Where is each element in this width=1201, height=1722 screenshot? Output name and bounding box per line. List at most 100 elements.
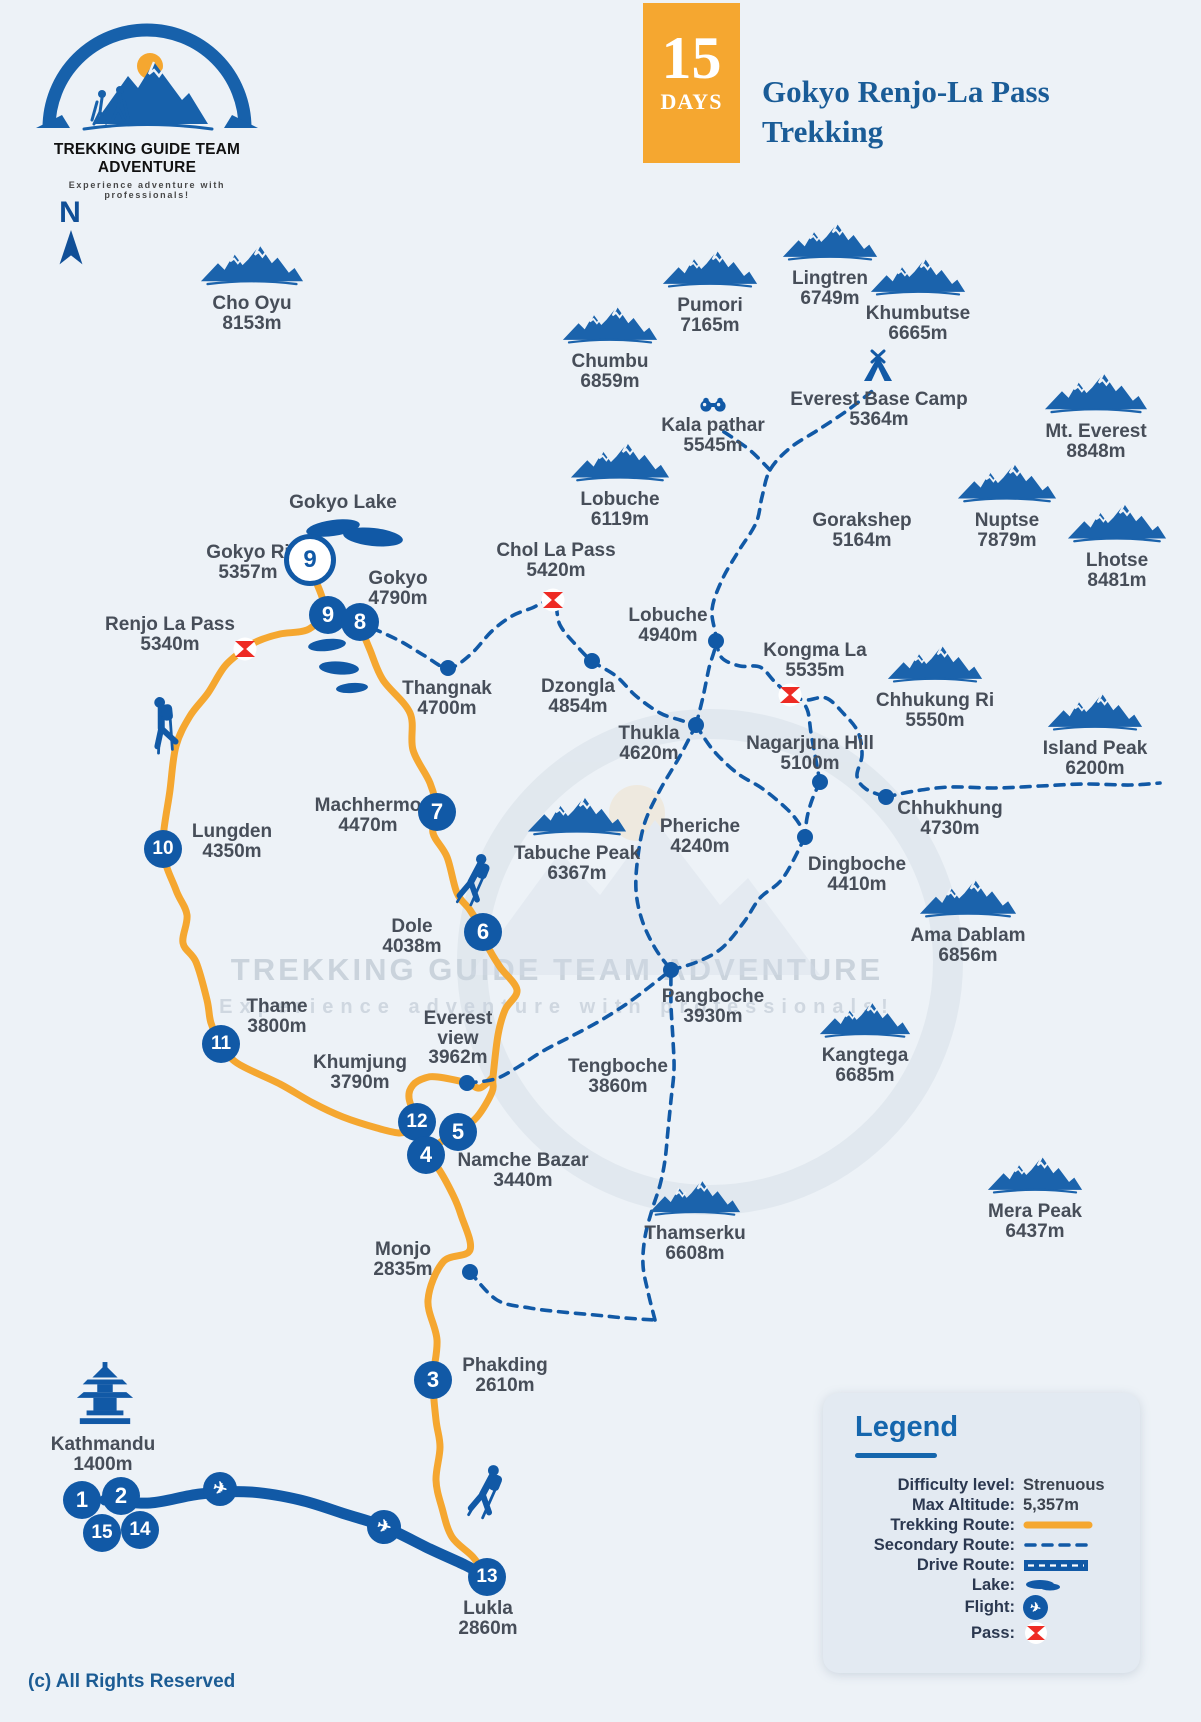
place-line: Namche Bazar: [457, 1150, 589, 1171]
company-logo: TREKKING GUIDE TEAM ADVENTURE Experience…: [36, 16, 258, 200]
mountain-icon-chumbu: [562, 305, 658, 344]
secondary-route: [694, 723, 807, 839]
route-node: [462, 1264, 478, 1280]
legend-row-label: Pass:: [970, 1623, 1015, 1642]
peak-altitude: 8848m: [1066, 440, 1126, 462]
route-node: [440, 660, 456, 676]
place-line: 3790m: [330, 1071, 390, 1093]
mountain-icon-chhukung-ri: [887, 644, 983, 683]
drive-route: [99, 1486, 493, 1583]
peak-name: Chhukung Ri: [875, 690, 995, 711]
place-line: Thame: [246, 996, 308, 1017]
page-title-line1: Gokyo Renjo-La Pass: [762, 74, 1050, 109]
peak-altitude: 5550m: [905, 709, 965, 731]
peak-altitude: 6685m: [835, 1064, 895, 1086]
mountain-icon-khumbutse: [870, 257, 966, 296]
place-line: Dzongla: [541, 676, 615, 697]
legend-row-value: ✈: [1023, 1595, 1048, 1620]
legend-row-max-altitude: Max Altitude:5,357m: [823, 1495, 1140, 1515]
secondary-route: [884, 781, 1162, 799]
legend-row-label: Flight:: [964, 1598, 1015, 1616]
place-line: 5164m: [832, 529, 892, 551]
peak-name: Chumbu: [571, 351, 649, 372]
pass-icon: [233, 637, 257, 661]
pass-legend-swatch: [1025, 1622, 1047, 1644]
legend-title: Legend: [855, 1411, 959, 1443]
place-line: 4700m: [417, 697, 477, 719]
mountain-icon-pumori: [662, 249, 758, 288]
secondary-route: [694, 386, 878, 727]
trekking-route: [159, 610, 421, 1137]
route-node: [878, 789, 894, 805]
place-line: Gorakshep: [812, 510, 912, 531]
trek-legend-swatch: [1023, 1521, 1093, 1529]
legend-row-value: [1023, 1578, 1063, 1592]
day-marker-11: 11: [202, 1025, 240, 1063]
plane-glyph: ✈: [1028, 1598, 1043, 1616]
peak-name: Lhotse: [1085, 550, 1149, 571]
place-line: 4940m: [638, 624, 698, 646]
place-line: Machhermo: [314, 795, 422, 816]
pass-icon: [541, 588, 565, 612]
secondary-route: [803, 780, 822, 839]
place-line: Chhukhung: [897, 798, 1003, 819]
place-line: view: [437, 1027, 479, 1049]
watermark-line1: TREKKING GUIDE TEAM ADVENTURE: [230, 952, 880, 987]
place-line: 4410m: [827, 873, 887, 895]
peak-altitude: 6665m: [888, 322, 948, 344]
day-marker-9: 9: [309, 596, 347, 634]
peak-altitude: 6200m: [1065, 757, 1125, 779]
mountain-icon-kangtega: [819, 1001, 911, 1038]
place-line: Renjo La Pass: [105, 614, 235, 635]
secondary-route: [634, 723, 698, 972]
peak-name: Lobuche: [580, 489, 660, 510]
peak-altitude: 7165m: [680, 314, 740, 336]
place-line: 4470m: [338, 814, 398, 836]
peak-name: Pumori: [677, 295, 743, 316]
legend-row-label: Drive Route:: [916, 1555, 1015, 1574]
place-line: Nagarjuna Hill: [746, 733, 874, 754]
binoculars-icon: [700, 397, 726, 412]
peak-name: Island Peak: [1042, 738, 1148, 759]
copyright-text: (c) All Rights Reserved: [28, 1671, 236, 1692]
flight-plane-icon: ✈: [367, 1510, 401, 1544]
legend-row-label: Trekking Route:: [890, 1515, 1015, 1534]
place-line: 5535m: [785, 659, 845, 681]
secondary-route: [641, 968, 676, 1322]
mountain-icon-nuptse: [957, 462, 1057, 503]
pagoda-icon: [76, 1362, 134, 1425]
legend-row-pass: Pass:: [823, 1620, 1140, 1646]
place-line: Dole: [391, 916, 433, 937]
peak-altitude: 6749m: [800, 287, 860, 309]
route-node: [459, 1075, 475, 1091]
secondary-route: [669, 835, 807, 972]
place-line: 5357m: [218, 561, 278, 583]
place-line: Kala pathar: [661, 415, 765, 436]
legend-row-value: [1023, 1559, 1089, 1572]
peak-altitude: 6608m: [665, 1242, 725, 1264]
place-line: 5545m: [683, 434, 743, 456]
place-line: Dingboche: [807, 854, 907, 875]
day-marker-5: 5: [439, 1113, 477, 1151]
route-node: [584, 653, 600, 669]
place-line: 4620m: [619, 742, 679, 764]
day-marker-4: 4: [407, 1136, 445, 1174]
place-line: 4350m: [202, 840, 262, 862]
place-line: 4854m: [548, 695, 608, 717]
